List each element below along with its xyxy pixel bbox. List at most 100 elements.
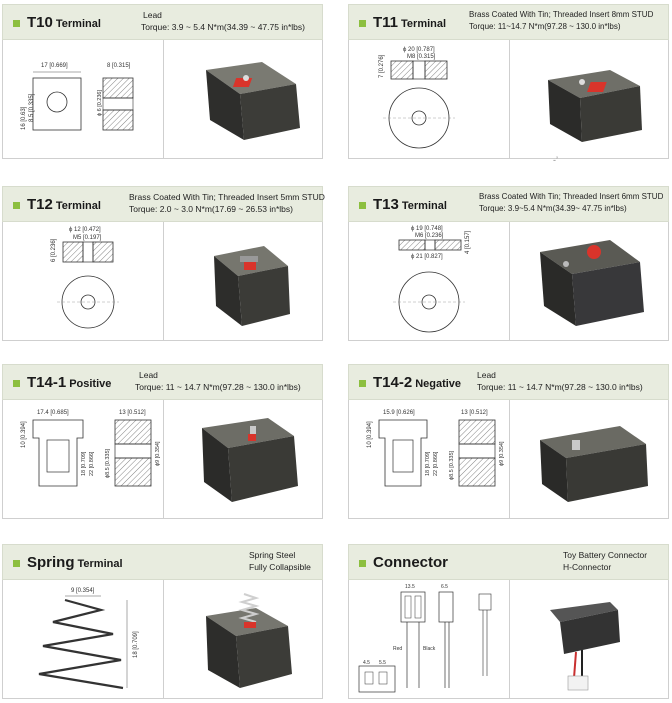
spec-material: Lead	[143, 10, 162, 20]
spec-torque: Torque: 3.9~5.4 N*m(34.39~ 47.75 in*lbs)	[479, 204, 627, 213]
dim-stud: ϕ9 [0.354]	[499, 441, 505, 466]
bullet-square-icon	[359, 560, 366, 567]
dimension-drawing: 15.9 [0.626] 10 [0.394] 18 [0.709] 22 [0…	[349, 400, 510, 518]
dim-depth: 13 [0.512]	[461, 410, 488, 416]
dim-depth: 13 [0.512]	[119, 410, 146, 416]
dimension-drawing: 17.4 [0.685] 10 [0.394] 18 [0.709] 22 [0…	[3, 400, 164, 518]
dim-top-diameter: ϕ 19 [0.748]	[411, 226, 443, 232]
card-specs: Lead Torque: 11 ~ 14.7 N*m(97.28 ~ 130.0…	[135, 369, 301, 393]
title-code: T14-2	[373, 374, 413, 391]
dim-diameter: 9 [0.354]	[71, 588, 95, 594]
dimension-drawing: 13.5 6.5 Red Black 4.5 5.5	[349, 580, 510, 698]
card-body: 15.9 [0.626] 10 [0.394] 18 [0.709] 22 [0…	[348, 400, 669, 519]
dim-base-diameter: ϕ 21 [0.827]	[411, 254, 443, 260]
battery-photo	[164, 40, 322, 158]
dim-hole: ϕ8.5 [0.335]	[449, 450, 455, 480]
dim-connector-width: 13.5	[405, 584, 415, 590]
battery-photo	[164, 400, 322, 518]
dim-inner-height: 18 [0.709]	[425, 451, 431, 476]
bullet-square-icon	[13, 380, 20, 387]
card-body: ϕ 20 [0.787] M8 [0.315] 7 [0.276]	[348, 40, 669, 159]
bullet-square-icon	[13, 20, 20, 27]
card-body: ϕ 19 [0.748] M6 [0.236] ϕ 21 [0.827] 4 […	[348, 222, 669, 341]
spec-feature: Fully Collapsible	[249, 562, 311, 572]
spec-material: Lead	[477, 370, 496, 380]
dim-total-height: 22 [0.866]	[433, 451, 439, 476]
card-body: 9 [0.354] 18 [0.709]	[2, 580, 323, 699]
spec-torque: Torque: 11 ~ 14.7 N*m(97.28 ~ 130.0 in*l…	[135, 382, 301, 392]
bullet-square-icon	[13, 560, 20, 567]
card-specs: Spring Steel Fully Collapsible	[249, 549, 311, 573]
dimension-drawing: ϕ 12 [0.472] M5 [0.197] 6 [0.236]	[3, 222, 164, 340]
spec-torque: Torque: 11 ~ 14.7 N*m(97.28 ~ 130.0 in*l…	[477, 382, 643, 392]
dim-pin-width: 5.5	[379, 660, 386, 666]
dim-height: 16 [0.63]	[21, 106, 27, 130]
dim-width: 17.4 [0.685]	[37, 410, 69, 416]
card-title: Connector	[373, 554, 451, 572]
card-body: 17.4 [0.685] 10 [0.394] 18 [0.709] 22 [0…	[2, 400, 323, 519]
title-code: T11	[373, 14, 399, 31]
card-specs: Toy Battery Connector H-Connector	[563, 549, 647, 573]
dim-hole: ϕ8.5 [0.335]	[105, 448, 111, 478]
dim-thread: M6 [0.236]	[415, 233, 444, 239]
dim-thread: M8 [0.315]	[407, 54, 436, 60]
title-code: T12	[27, 196, 53, 213]
spec-material: Brass Coated With Tin; Threaded Insert 8…	[469, 10, 654, 19]
title-type: Terminal	[55, 18, 101, 30]
bullet-square-icon	[13, 202, 20, 209]
title-type: Terminal	[401, 18, 447, 30]
dim-top: 10 [0.394]	[367, 421, 373, 448]
title-type: Terminal	[77, 558, 123, 570]
title-code: T14-1	[27, 374, 67, 391]
title-type: Terminal	[55, 200, 101, 212]
dim-height: 7 [0.276]	[379, 54, 385, 78]
battery-photo	[164, 580, 322, 698]
dim-height: 4 [0.157]	[465, 230, 471, 254]
bullet-square-icon	[359, 202, 366, 209]
battery-photo	[164, 222, 322, 340]
dim-hole-offset: 8.5 [0.335]	[29, 93, 35, 122]
title-type: Negative	[415, 378, 462, 390]
card-specs: Lead Torque: 11 ~ 14.7 N*m(97.28 ~ 130.0…	[477, 369, 643, 393]
dim-top: 10 [0.394]	[21, 421, 27, 448]
dimension-drawing: ϕ 20 [0.787] M8 [0.315] 7 [0.276]	[349, 40, 510, 158]
dim-diameter: ϕ 20 [0.787]	[403, 47, 435, 53]
dim-inner-height: 18 [0.709]	[81, 451, 87, 476]
bullet-square-icon	[359, 20, 366, 27]
title-code: T13	[373, 196, 399, 213]
title-code: T10	[27, 14, 53, 31]
title-code: Spring	[27, 554, 75, 571]
card-header: Connector Toy Battery Connector H-Connec…	[348, 544, 669, 580]
spec-torque: Torque: 3.9 ~ 5.4 N*m(34.39 ~ 47.75 in*l…	[141, 22, 305, 32]
spec-material: Lead	[139, 370, 158, 380]
dim-connector-depth: 6.5	[441, 584, 448, 590]
spec-material: Brass Coated With Tin; Threaded Insert 5…	[129, 192, 325, 202]
title-type: Terminal	[401, 200, 447, 212]
spec-variant: H-Connector	[563, 562, 612, 572]
connector-photo	[510, 580, 668, 698]
dimension-drawing: 17 [0.669] 16 [0.63] 8.5 [0.335] 8 [0.31…	[3, 40, 164, 158]
dim-total-height: 22 [0.866]	[89, 451, 95, 476]
wire-black-label: Black	[423, 646, 436, 652]
dim-height: 18 [0.709]	[133, 631, 139, 658]
spec-material: Spring Steel	[249, 550, 296, 560]
card-specs: Brass Coated With Tin; Threaded Insert 6…	[479, 191, 663, 215]
card-connector: Connector Toy Battery Connector H-Connec…	[348, 544, 669, 699]
card-body: 13.5 6.5 Red Black 4.5 5.5	[348, 580, 669, 699]
